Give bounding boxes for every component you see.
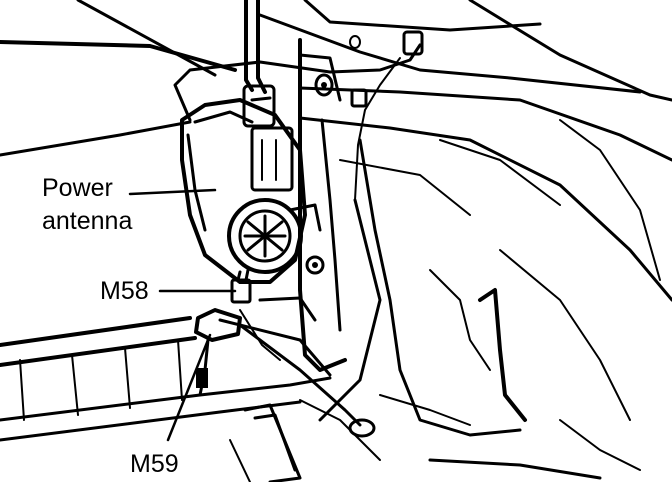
callout-leaders (128, 188, 237, 442)
power-antenna-unit (173, 0, 424, 438)
power-antenna-leader (128, 188, 217, 196)
m59-label: M59 (130, 450, 179, 478)
floor-rail-illustration (0, 296, 381, 482)
power-antenna-label-line2: antenna (42, 207, 132, 235)
power-antenna-label-line1: Power (42, 174, 113, 202)
m58-label: M58 (100, 277, 149, 305)
m59-leader (166, 333, 212, 442)
